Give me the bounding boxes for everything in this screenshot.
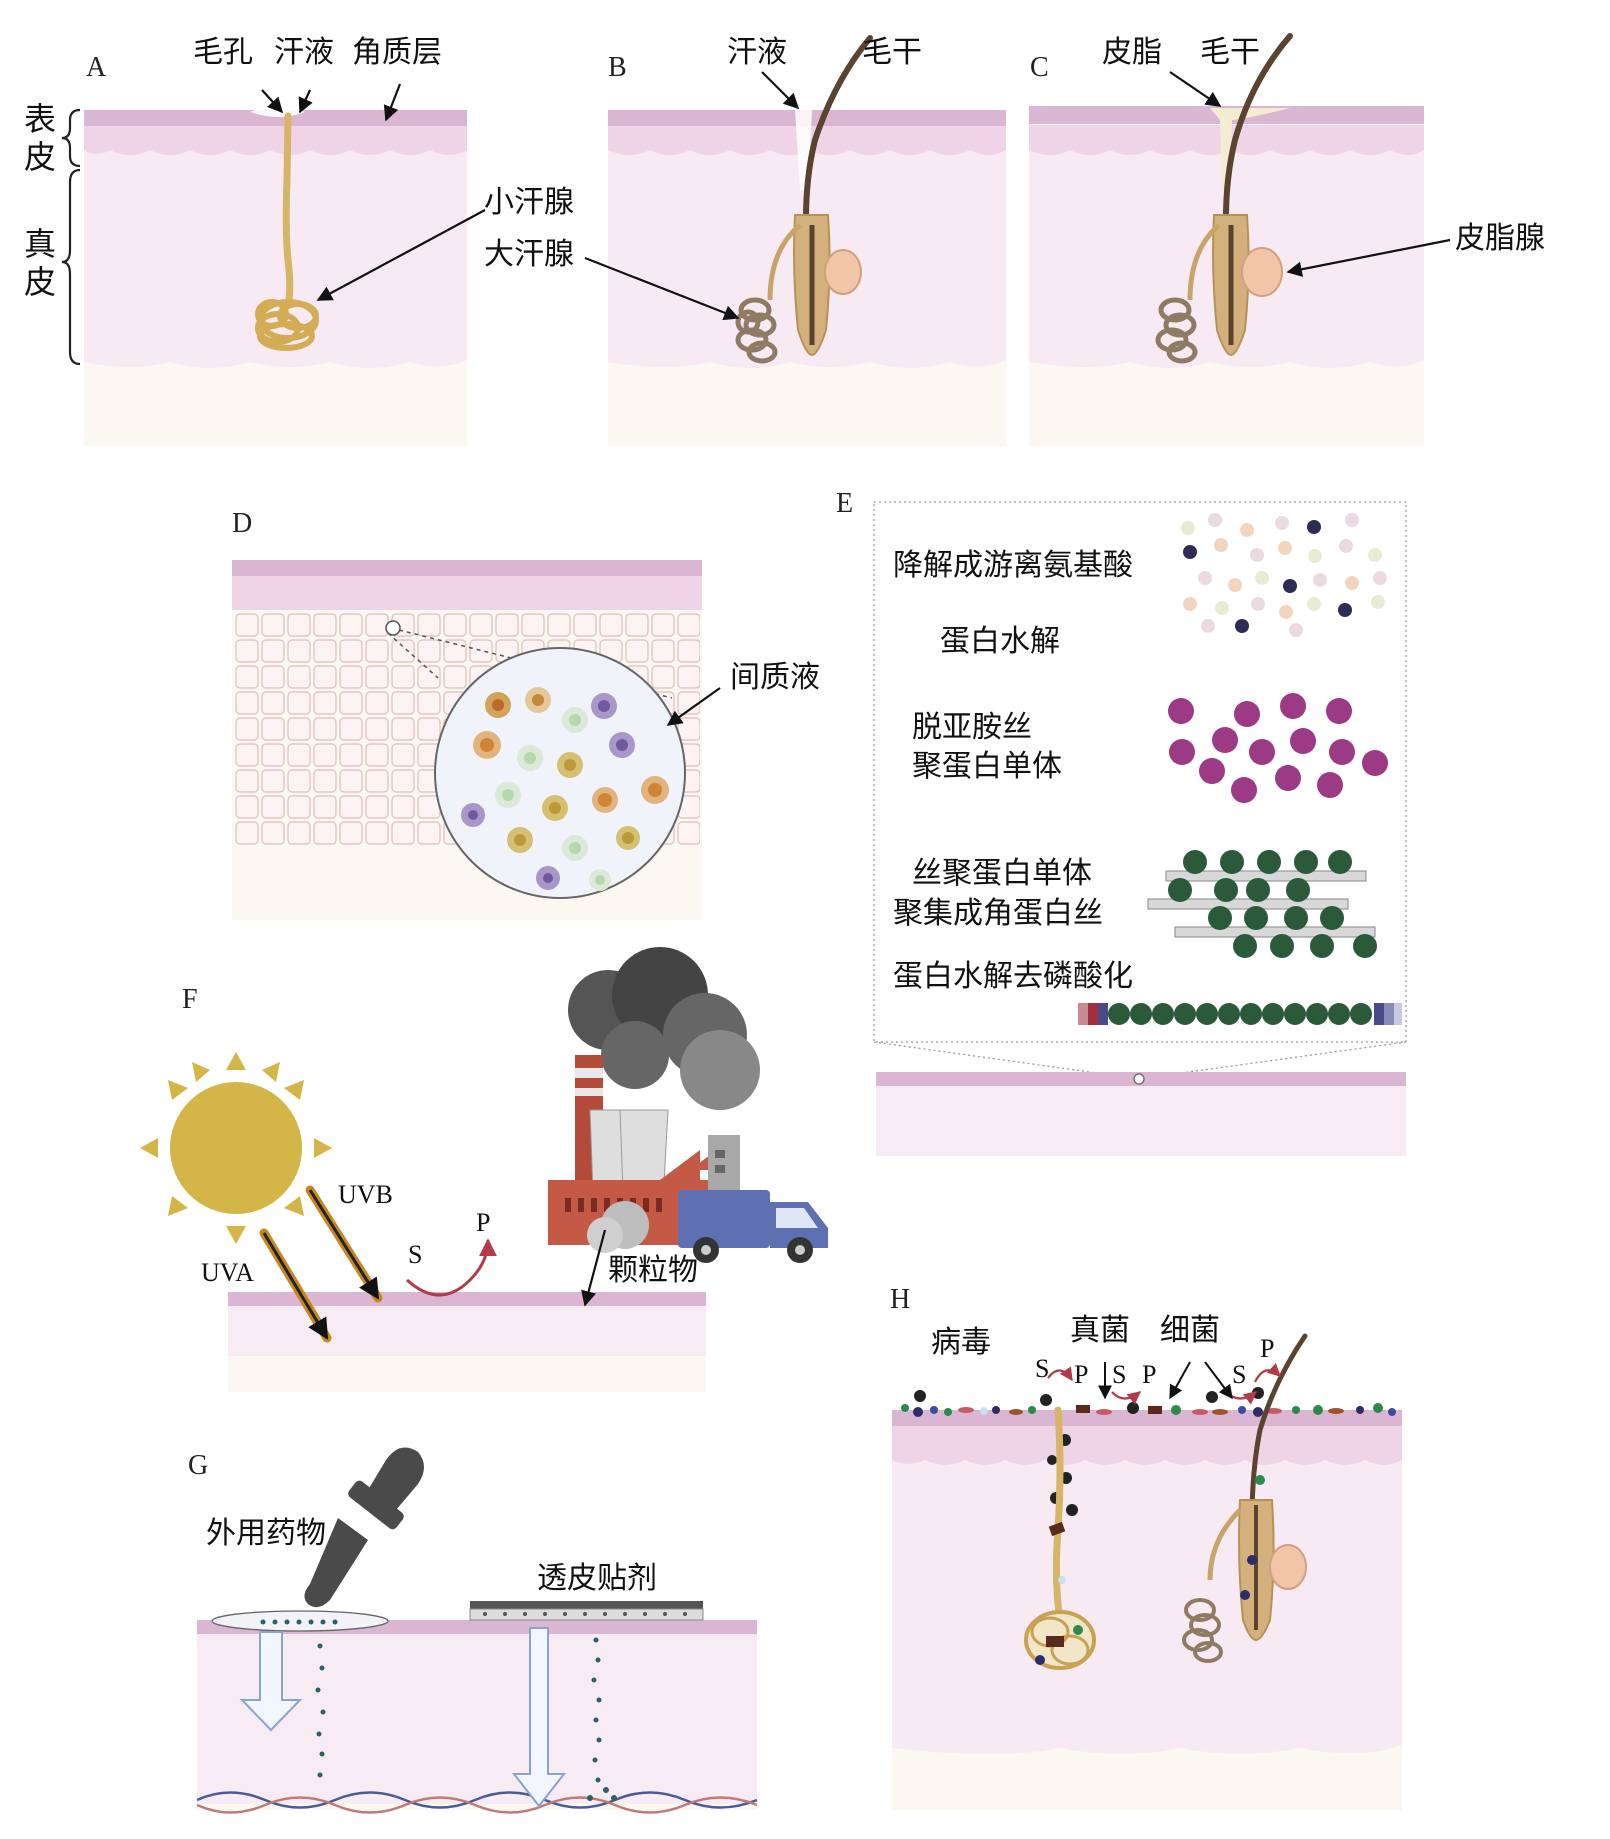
panel-h-letter: H (890, 1284, 911, 1315)
arrow-sebaceous (1286, 238, 1451, 277)
stratum-corneum-a (84, 110, 467, 126)
arrow-apocrine (584, 256, 740, 321)
stratum-corneum-label: 角质层 (352, 35, 442, 70)
epidermis-a (84, 125, 467, 155)
arrow-eccrine (316, 209, 486, 301)
s-label-h-3: S (1232, 1360, 1247, 1389)
deiminated-label-line2: 聚蛋白单体 (912, 749, 1062, 784)
sun-icon (140, 1052, 332, 1244)
microbe-layer-h (901, 1403, 1396, 1417)
hair-shaft-h (1249, 1333, 1308, 1523)
uvb-label: UVB (338, 1180, 393, 1209)
hair-shaft-b (802, 35, 873, 233)
dermis-label: 真皮 (23, 225, 56, 301)
sebaceous-gland-label: 皮脂腺 (1455, 221, 1545, 256)
fungi-label: 真菌 (1070, 1313, 1130, 1348)
panel-d (232, 560, 721, 920)
eccrine-coil-h (1024, 1610, 1096, 1670)
uvb-ray (305, 1185, 383, 1303)
topical-drug-label: 外用药物 (206, 1516, 326, 1551)
arrow-sweat-b (761, 71, 800, 110)
panel-e-letter: E (836, 488, 854, 519)
panel-d-letter: D (232, 508, 253, 539)
sweat-label-b: 汗液 (727, 35, 787, 70)
uva-ray (259, 1228, 332, 1343)
deiminated-monomer-dots (1168, 693, 1388, 803)
filaggrin-monomer-label-line1: 丝聚蛋白单体 (912, 856, 1092, 891)
arrow-sweat-a (298, 89, 313, 114)
apocrine-gland-label: 大汗腺 (484, 237, 574, 272)
panel-f (140, 947, 828, 1392)
s-label-h-1: S (1035, 1354, 1050, 1383)
particulates-label: 颗粒物 (608, 1253, 698, 1288)
follicle-duct-h (1052, 1406, 1064, 1624)
keratin-filament-assembly (1147, 850, 1377, 958)
panel-a-letter: A (86, 52, 107, 83)
arrow-particulates (581, 1229, 607, 1307)
dermis-a (84, 150, 467, 368)
profilaggrin-chain (1078, 1003, 1402, 1025)
virus-label: 病毒 (931, 1325, 991, 1360)
arrow-pore (261, 89, 284, 114)
dephosphorylation-label: 蛋白水解去磷酸化 (893, 959, 1133, 994)
uva-label: UVA (201, 1258, 254, 1287)
down-arrow-topical (239, 1631, 303, 1732)
p-label-h-2: P (1142, 1360, 1157, 1389)
panel-b-letter: B (608, 52, 627, 83)
s-label-h-2: S (1112, 1360, 1127, 1389)
interstitial-fluid-label: 间质液 (730, 660, 820, 695)
sweat-label-a: 汗液 (274, 35, 334, 70)
epidermis-label: 表皮 (23, 100, 56, 176)
panel-f-letter: F (182, 984, 198, 1015)
p-label-h-1: P (1074, 1360, 1089, 1389)
panel-a (61, 83, 486, 446)
sebum-label: 皮脂 (1102, 35, 1162, 70)
bacteria-label: 细菌 (1160, 1313, 1220, 1348)
filaggrin-monomer-label-line2: 聚集成角蛋白丝 (893, 896, 1103, 931)
hair-shaft-label-b: 毛干 (862, 35, 922, 70)
panel-e (873, 501, 1407, 1156)
transdermal-patch-label: 透皮贴剂 (537, 1561, 657, 1596)
free-amino-acid-dots (1181, 513, 1387, 637)
sebaceous-gland-c (1241, 247, 1283, 297)
arrow-sebum (1169, 71, 1222, 107)
eccrine-gland-label: 小汗腺 (484, 185, 574, 220)
free-amino-acid-label: 降解成游离氨基酸 (893, 548, 1133, 583)
interstitial-cells (461, 687, 669, 891)
p-label-h-3: P (1260, 1334, 1275, 1363)
p-label-f: P (476, 1208, 491, 1237)
sebaceous-small-b (824, 249, 862, 295)
pore-label: 毛孔 (193, 35, 253, 70)
panel-c-letter: C (1030, 52, 1049, 83)
sweat-duct-a (282, 112, 294, 304)
panel-c (1029, 33, 1451, 446)
apocrine-coil-b (735, 297, 778, 364)
panel-g-letter: G (188, 1450, 209, 1481)
s-to-p-curve-f (405, 1238, 497, 1297)
arrow-interstitial (666, 687, 721, 726)
panel-h (892, 1333, 1402, 1810)
epidermis-brace (61, 108, 81, 168)
panel-b (584, 35, 1006, 446)
patch-backing (470, 1601, 703, 1609)
proteolysis-label: 蛋白水解 (940, 624, 1060, 659)
eccrine-coil-a (255, 299, 319, 351)
down-arrow-patch (511, 1627, 567, 1808)
hair-shaft-label-c: 毛干 (1200, 35, 1260, 70)
panel-g (196, 1447, 758, 1814)
s-label-f: S (408, 1240, 423, 1269)
truck-icon (587, 1190, 828, 1263)
arrow-corneum (383, 83, 402, 122)
blood-vessels-g (196, 1791, 758, 1809)
deiminated-label-line1: 脱亚胺丝 (912, 710, 1032, 745)
dropper-icon (304, 1447, 424, 1608)
hypodermis-a (84, 360, 467, 446)
dermis-brace (61, 168, 81, 366)
